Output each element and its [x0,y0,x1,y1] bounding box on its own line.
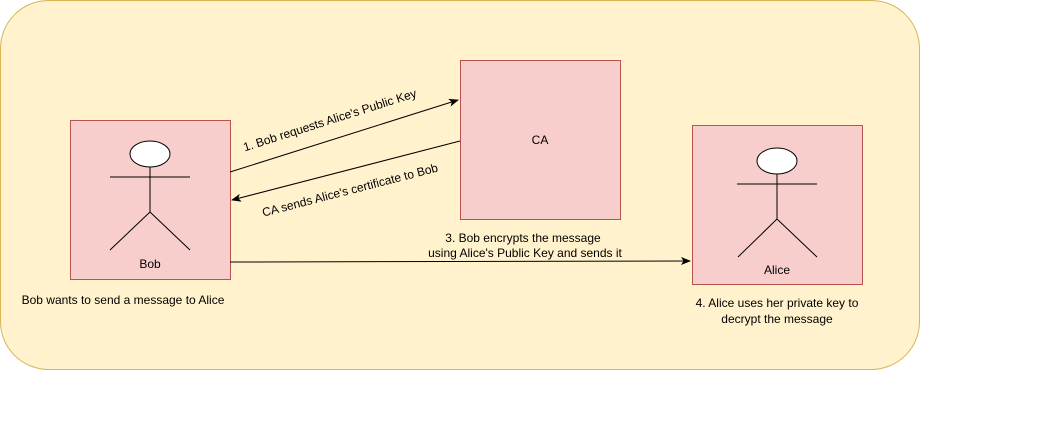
ca-node[interactable]: CA [460,60,621,220]
ca-box[interactable] [460,60,621,220]
edge-bob-to-ca-line[interactable] [229,98,459,173]
edge-bob-to-alice-label-line2: using Alice's Public Key and sends it [428,246,622,260]
edge-bob-to-alice-line[interactable] [229,257,691,266]
edge-ca-to-bob-line[interactable] [231,140,461,202]
bob-node[interactable]: Bob [70,120,231,280]
bob-label: Bob [139,257,161,271]
alice-note-line2: decrypt the message [721,312,833,326]
bob-note: Bob wants to send a message to Alice [22,293,225,307]
alice-node[interactable]: Alice [692,125,863,285]
edge-bob-to-alice-label-line1: 3. Bob encrypts the message [445,231,601,245]
alice-note-line1: 4. Alice uses her private key to [696,296,859,310]
edge-bob-to-alice[interactable]: 3. Bob encrypts the message using Alice'… [229,231,691,266]
ca-label: CA [532,133,549,147]
alice-label: Alice [764,263,790,277]
alice-actor-icon [737,147,818,258]
bob-actor-icon [109,140,191,251]
